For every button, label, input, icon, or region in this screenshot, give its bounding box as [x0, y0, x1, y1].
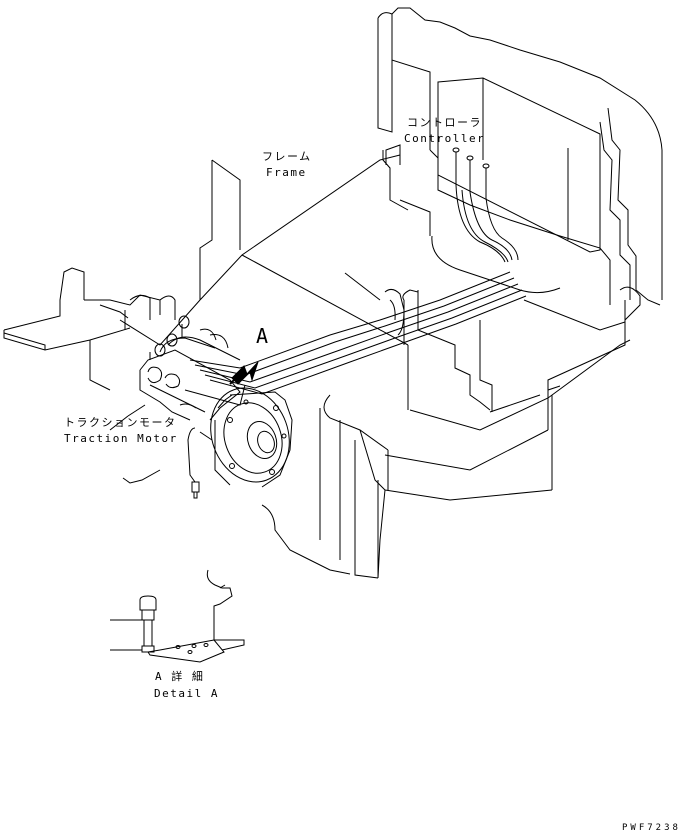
- frame-body: [200, 145, 640, 578]
- drawing-code: PWF7238: [622, 823, 681, 833]
- view-letter-label: A: [256, 324, 269, 348]
- detail-a-drawing: [110, 570, 244, 662]
- traction-motor-label-en: Traction Motor: [64, 432, 178, 445]
- traction-motor-label-jp: トラクションモータ: [64, 416, 177, 429]
- traction-motor: [123, 350, 302, 498]
- frame-label-en: Frame: [266, 166, 307, 179]
- frame-label-jp: フレーム: [262, 150, 312, 163]
- controller-box: [432, 78, 600, 293]
- controller-label-jp: コントローラ: [407, 116, 482, 129]
- detail-a-label-jp: A 詳 細: [155, 670, 205, 683]
- controller-panel: [378, 8, 662, 305]
- pedal-area: [4, 268, 200, 390]
- leader-lines: [110, 405, 145, 430]
- controller-label-en: Controller: [404, 132, 486, 145]
- detail-a-label-en: Detail A: [154, 687, 219, 700]
- view-direction-arrow-icon: [230, 362, 258, 384]
